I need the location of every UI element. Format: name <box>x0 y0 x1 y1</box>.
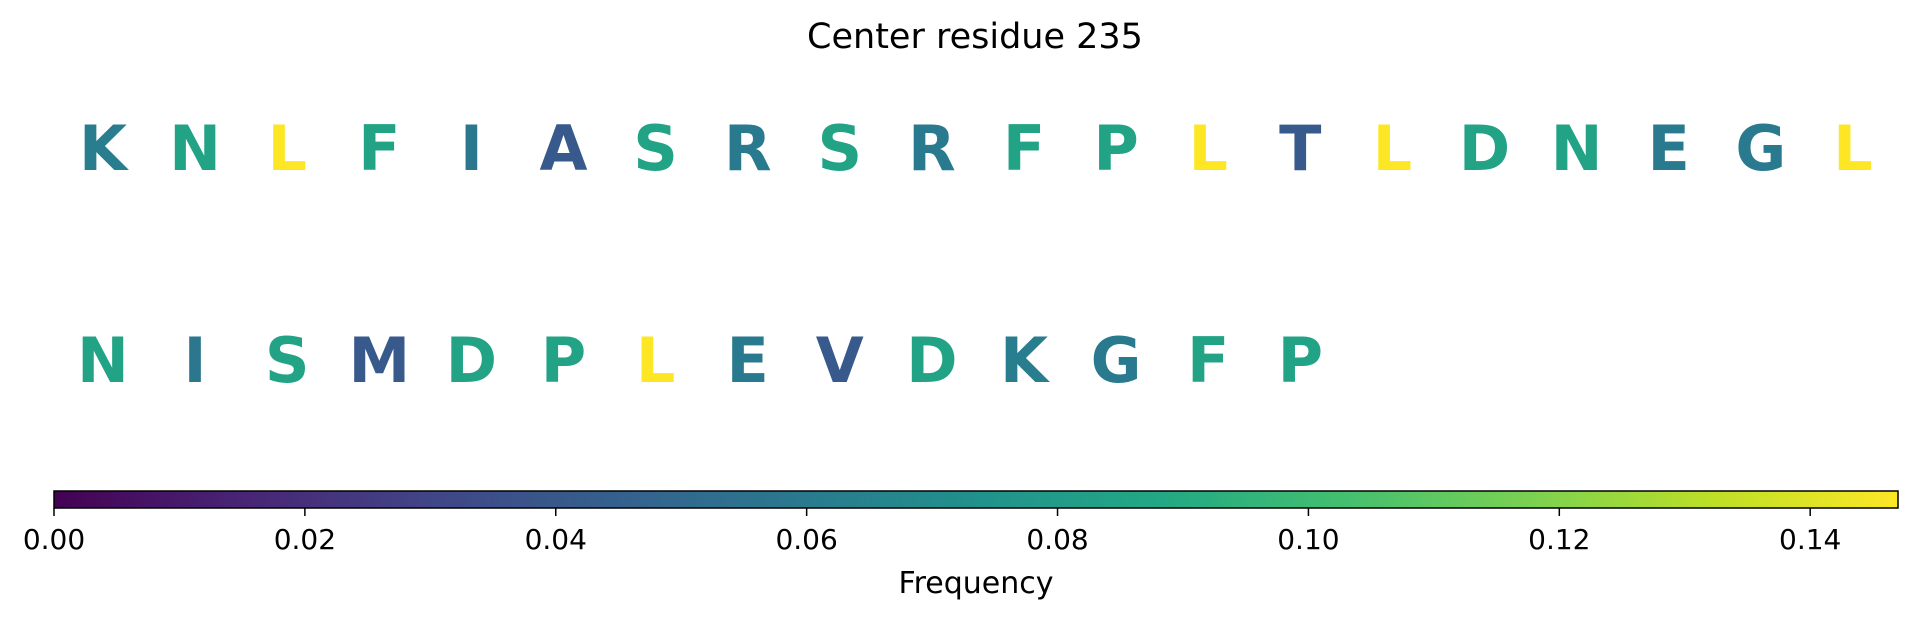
residue-letter-8: R <box>724 112 772 185</box>
colorbar-tick-label-1: 0.02 <box>274 523 336 556</box>
residue-letter-11: F <box>1003 112 1045 185</box>
residue-letter-10: R <box>908 112 956 185</box>
residue-letter-4: F <box>358 112 400 185</box>
residue-letter-21: N <box>77 324 129 397</box>
colorbar-tick-label-2: 0.04 <box>525 523 587 556</box>
residue-letter-31: K <box>1000 324 1050 397</box>
residue-letter-27: L <box>636 324 676 397</box>
colorbar-label: Frequency <box>899 566 1054 601</box>
colorbar-tick-label-6: 0.12 <box>1528 523 1590 556</box>
residue-letter-23: S <box>265 324 310 397</box>
residue-letter-5: I <box>460 112 483 185</box>
residue-letter-25: D <box>446 324 497 397</box>
colorbar <box>53 490 1899 509</box>
residue-letter-15: L <box>1373 112 1413 185</box>
residue-letter-24: M <box>348 324 410 397</box>
chart-title: Center residue 235 <box>807 17 1143 57</box>
residue-letter-18: E <box>1648 112 1690 185</box>
residue-letter-2: N <box>169 112 221 185</box>
residue-letter-6: A <box>540 112 588 185</box>
residue-letter-17: N <box>1551 112 1603 185</box>
residue-letter-13: L <box>1188 112 1228 185</box>
residue-letter-28: E <box>727 324 769 397</box>
residue-letter-30: D <box>906 324 957 397</box>
colorbar-tick-label-7: 0.14 <box>1779 523 1841 556</box>
residue-letter-3: L <box>267 112 307 185</box>
residue-letter-29: V <box>816 324 864 397</box>
residue-letter-7: S <box>633 112 678 185</box>
residue-letter-32: G <box>1091 324 1142 397</box>
colorbar-tick-label-4: 0.08 <box>1026 523 1088 556</box>
residue-letter-16: D <box>1459 112 1510 185</box>
residue-letter-12: P <box>1093 112 1138 185</box>
residue-letter-19: G <box>1735 112 1786 185</box>
colorbar-ticks: 0.00 0.02 0.04 0.06 0.08 0.10 0.12 0.14 <box>23 508 1841 556</box>
colorbar-tick-label-3: 0.06 <box>775 523 837 556</box>
residue-letter-34: P <box>1278 324 1323 397</box>
residue-letter-9: S <box>817 112 862 185</box>
residue-letter-1: K <box>79 112 129 185</box>
residue-letter-14: T <box>1279 112 1321 185</box>
residue-letter-26: P <box>541 324 586 397</box>
colorbar-tick-label-0: 0.00 <box>23 523 85 556</box>
colorbar-tick-label-5: 0.10 <box>1277 523 1339 556</box>
residue-letter-20: L <box>1833 112 1873 185</box>
residue-letter-33: F <box>1187 324 1229 397</box>
residue-letter-22: I <box>184 324 207 397</box>
